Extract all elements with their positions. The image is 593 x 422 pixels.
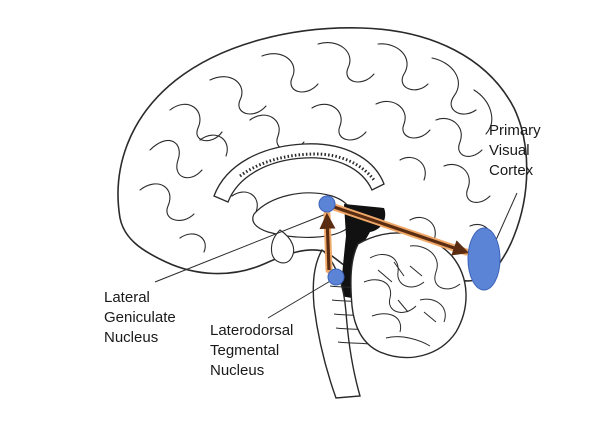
laterodorsal-tegmental-nucleus-label: Laterodorsal Tegmental Nucleus xyxy=(210,321,293,381)
ldt-leader-line xyxy=(267,279,333,319)
v1-label-line-3: Cortex xyxy=(489,162,534,179)
primary-visual-cortex-label: Primary Visual Cortex xyxy=(489,121,541,181)
v1-label-line-2: Visual xyxy=(489,142,530,159)
corpus-callosum-hatching xyxy=(239,152,376,181)
arrow-lgn-to-v1 xyxy=(333,205,470,256)
ldt-label-line-1: Laterodorsal xyxy=(210,322,294,339)
lgn-label-line-3: Nucleus xyxy=(104,329,159,346)
ldt-label-line-3: Nucleus xyxy=(210,362,265,379)
primary-visual-cortex-region xyxy=(467,227,501,291)
cerebellum-folia xyxy=(363,245,461,347)
lgn-leader-line xyxy=(154,213,327,283)
lgn-label-line-1: Lateral xyxy=(104,289,150,306)
lateral-geniculate-nucleus-label: Lateral Geniculate Nucleus xyxy=(104,288,176,348)
v1-label-line-1: Primary xyxy=(489,122,541,139)
v1-leader-line xyxy=(495,192,518,241)
lateral-geniculate-nucleus-dot xyxy=(318,195,336,213)
lgn-label-line-2: Geniculate xyxy=(104,309,176,326)
laterodorsal-tegmental-nucleus-dot xyxy=(327,268,345,286)
corpus-callosum xyxy=(213,143,385,203)
brainstem xyxy=(312,248,361,399)
hypothalamus-outline xyxy=(270,229,295,264)
ldt-label-line-2: Tegmental xyxy=(210,342,280,359)
arrow-ldt-to-lgn xyxy=(319,212,336,271)
